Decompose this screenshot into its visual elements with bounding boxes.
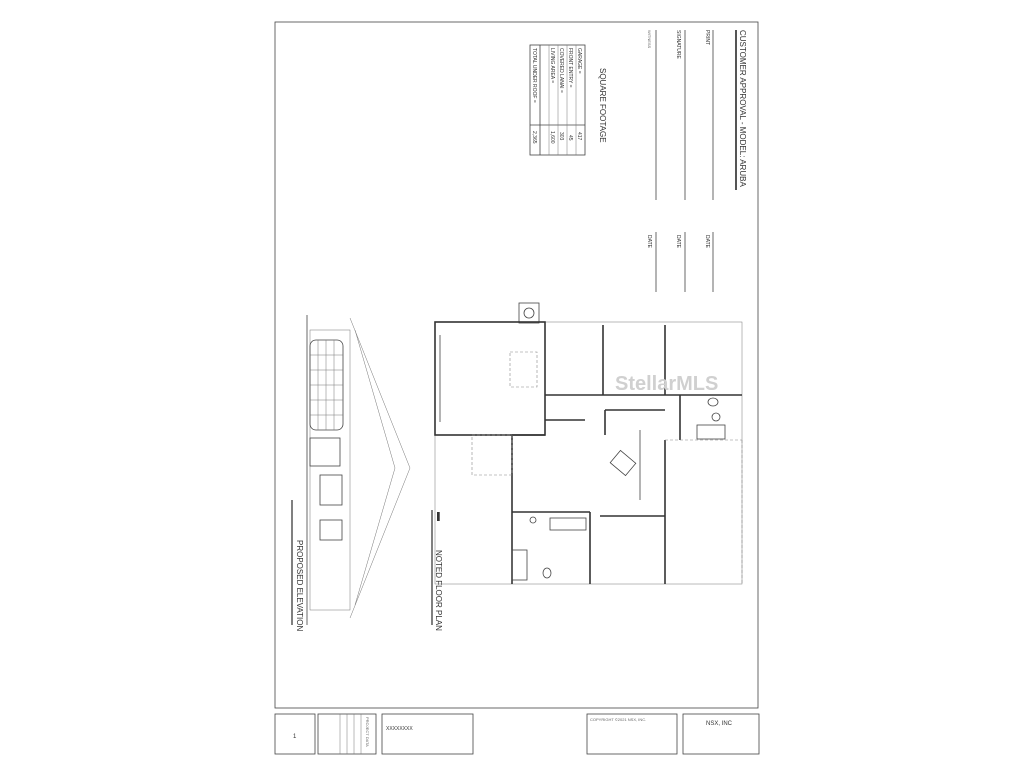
sheet-number-box — [274, 713, 316, 755]
square-footage-title: SQUARE FOOTAGE — [598, 68, 607, 143]
floor-plan: ▬ NOTED FLOOR PLAN — [431, 302, 743, 631]
project-data-title: PROJECT DATA — [365, 717, 370, 747]
sf-total-label: TOTAL UNDER ROOF = — [531, 48, 537, 103]
sheet-border — [274, 21, 759, 709]
sf-row-label: COVERED LANAI = — [558, 48, 564, 93]
owner-id: XXXXXXXX — [386, 726, 413, 732]
front-door — [309, 437, 341, 467]
floor-plan-title: NOTED FLOOR PLAN — [434, 550, 443, 631]
sf-row-value: 303 — [558, 132, 564, 141]
sf-row-value: 45 — [567, 135, 573, 141]
sf-row-label: LIVING AREA = — [549, 48, 555, 83]
signature-label: SIGNATURE — [675, 30, 681, 59]
sf-row-label: GARAGE = — [576, 48, 582, 74]
window — [319, 519, 343, 541]
floor-plan-scale: ▬ — [435, 512, 445, 521]
sf-total-value: 2,365 — [531, 131, 537, 144]
print-date-label: DATE — [704, 235, 710, 249]
bathtub — [696, 424, 726, 440]
garage — [434, 321, 546, 436]
company-box — [682, 713, 760, 755]
sf-row-value: 417 — [576, 132, 582, 141]
owner-info-box — [381, 713, 474, 755]
sf-row-value: 1,600 — [549, 131, 555, 144]
watermark: StellarMLS — [615, 373, 718, 395]
sf-row-label: FRONT ENTRY = — [567, 48, 573, 88]
witness-label: WITNESS — [647, 30, 652, 49]
kitchen-island — [609, 449, 637, 477]
copyright-text: COPYRIGHT ©2021 NSX, INC. — [590, 717, 646, 722]
window — [319, 474, 343, 506]
approval-title: CUSTOMER APPROVAL - MODEL: ARUBA — [738, 30, 747, 187]
sheet-number: 1 — [293, 734, 297, 740]
copyright-box — [586, 713, 678, 755]
ac-unit — [518, 302, 540, 324]
company-name: NSX, INC — [706, 721, 733, 727]
title-block: 1 PROJECT DATA XXXXXXXX COPYRIGHT ©2021 … — [274, 713, 760, 755]
elevation-title: PROPOSED ELEVATION — [295, 540, 304, 632]
witness-date-label: DATE — [646, 235, 652, 249]
proposed-elevation: PROPOSED ELEVATION — [291, 315, 411, 632]
print-label: PRINT — [704, 30, 710, 45]
customer-approval-block: CUSTOMER APPROVAL - MODEL: ARUBA PRINT D… — [646, 30, 747, 292]
square-footage-table: SQUARE FOOTAGE GARAGE = 417 FRONT ENTRY … — [529, 44, 607, 156]
signature-date-label: DATE — [675, 235, 681, 249]
front-entry — [471, 434, 513, 476]
